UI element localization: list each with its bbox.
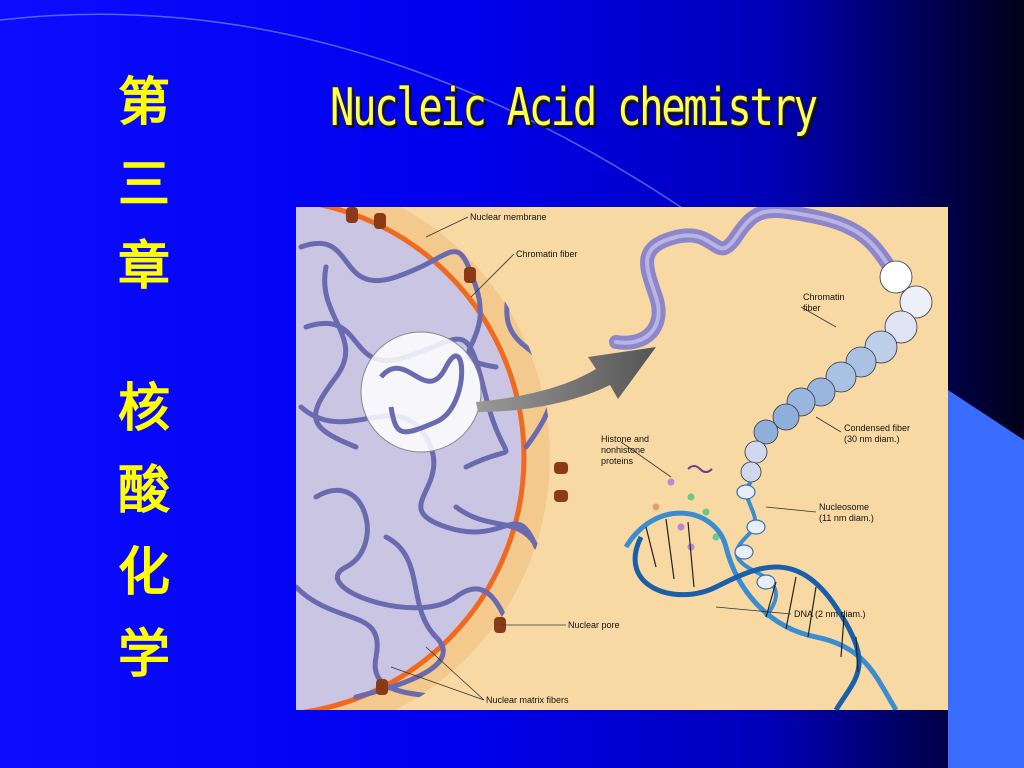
nucleus-illustration xyxy=(296,207,568,710)
dna-double-helix xyxy=(623,510,899,710)
magnified-region xyxy=(360,331,482,453)
label-histone-line1: Histone and xyxy=(601,434,649,444)
decorative-arc xyxy=(0,13,701,221)
label-nuclear-pore: Nuclear pore xyxy=(568,620,620,630)
label-histone-line2: nonhistone xyxy=(601,445,645,455)
nuclear-pores xyxy=(346,207,568,695)
label-chromatin-right-line1: Chromatin xyxy=(803,292,845,302)
decorative-wedge xyxy=(948,390,1024,768)
magnification-arrow xyxy=(476,347,656,412)
chapter-char: 三 xyxy=(117,154,170,215)
subject-char: 酸 xyxy=(117,460,170,521)
histone-proteins xyxy=(652,465,720,551)
chromatin-structure-figure: Nuclear membrane Chromatin fiber Chromat… xyxy=(296,207,948,710)
label-nucleosome-line1: Nucleosome xyxy=(819,502,869,512)
title-gap xyxy=(104,308,184,368)
label-condensed-line2: (30 nm diam.) xyxy=(844,434,900,444)
slide-title: Nucleic Acid chemistry xyxy=(330,78,818,138)
label-nucleosome-line2: (11 nm diam.) xyxy=(819,513,874,523)
chapter-title-vertical: 第 三 章 核 酸 化 学 xyxy=(104,62,184,696)
subject-char: 化 xyxy=(117,542,170,603)
subject-char: 学 xyxy=(117,624,170,685)
chapter-char: 第 xyxy=(117,72,170,133)
label-chromatin-fiber: Chromatin fiber xyxy=(516,249,578,259)
nuclear-membrane xyxy=(301,207,527,710)
label-nuclear-matrix: Nuclear matrix fibers xyxy=(486,695,569,705)
label-chromatin-right-line2: fiber xyxy=(803,303,821,313)
chapter-char: 章 xyxy=(117,236,170,297)
nucleosomes xyxy=(734,484,776,590)
label-histone-line3: proteins xyxy=(601,456,634,466)
label-condensed-line1: Condensed fiber xyxy=(844,423,910,433)
label-dna: DNA (2 nm diam.) xyxy=(794,609,866,619)
label-nuclear-membrane: Nuclear membrane xyxy=(470,212,547,222)
subject-char: 核 xyxy=(117,378,170,439)
leader-lines xyxy=(390,216,842,701)
